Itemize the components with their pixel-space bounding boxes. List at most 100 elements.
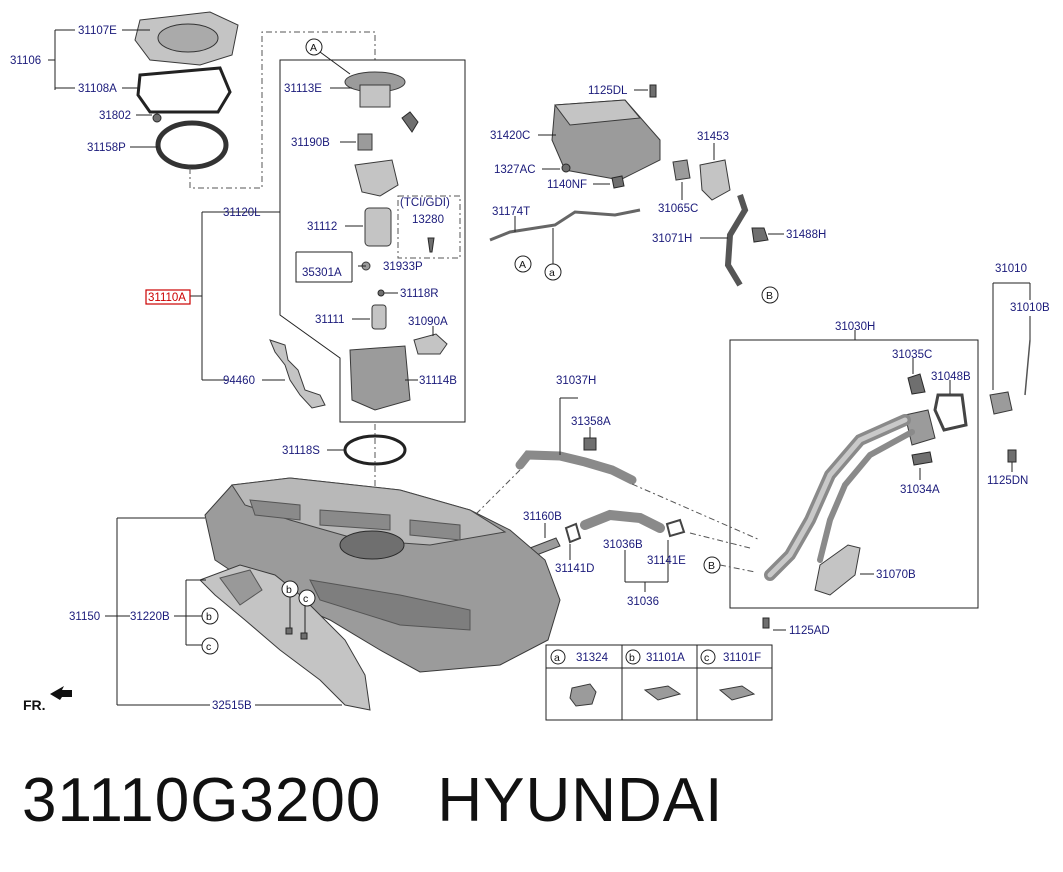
label-31933p[interactable]: 31933P: [383, 261, 423, 273]
callout-c-pad-text: c: [303, 593, 308, 605]
label-31190b[interactable]: 31190B: [291, 137, 330, 149]
label-31802[interactable]: 31802: [99, 110, 131, 122]
label-31120l[interactable]: 31120L: [223, 207, 261, 219]
label-31150[interactable]: 31150: [69, 611, 100, 623]
clip-31358a-part: [583, 437, 597, 451]
label-31048b[interactable]: 31048B: [931, 371, 971, 383]
label-31141e[interactable]: 31141E: [647, 555, 686, 567]
valve-31065c-part: [672, 159, 691, 181]
bolt-1140nf-part: [611, 175, 625, 189]
legend-table: [545, 644, 773, 721]
label-31220b[interactable]: 31220B: [130, 611, 170, 623]
legend-pad-b-icon: [643, 685, 682, 701]
bolt-1327ac-part: [561, 163, 571, 173]
bracket-31035c-part: [907, 373, 926, 395]
label-31158p[interactable]: 31158P: [87, 142, 126, 154]
label-31358a[interactable]: 31358A: [571, 416, 611, 428]
valve-31453-part: [699, 159, 731, 201]
tank-ribs: [249, 499, 461, 541]
label-31035c[interactable]: 31035C: [892, 349, 932, 361]
label-31113e[interactable]: 31113E: [284, 83, 322, 95]
canister-group: [489, 84, 784, 287]
clip-31118r-part: [377, 289, 385, 297]
filler-head-part: [904, 409, 936, 446]
label-31118r[interactable]: 31118R: [400, 288, 439, 300]
bracket-31034a-part: [911, 451, 933, 466]
label-31112[interactable]: 31112: [307, 221, 337, 233]
label-1125ad[interactable]: 1125AD: [789, 625, 830, 637]
label-31036[interactable]: 31036: [627, 596, 659, 608]
label-94460[interactable]: 94460: [223, 375, 255, 387]
legend-b-letter: b: [629, 652, 635, 664]
fuel-system-diagram: 31106 31107E 31108A 31802 31158P 31: [10, 11, 1050, 721]
label-31030h[interactable]: 31030H: [835, 321, 875, 333]
label-1125dl[interactable]: 1125DL: [588, 85, 628, 97]
callout-b-pad-text: b: [286, 584, 292, 596]
bolt-31802-part: [152, 113, 162, 123]
bolt-1125ad-part: [762, 617, 770, 629]
label-31090a[interactable]: 31090A: [408, 316, 448, 328]
label-31453[interactable]: 31453: [697, 131, 729, 143]
label-31071h[interactable]: 31071H: [652, 233, 692, 245]
legend-c-code[interactable]: 31101F: [723, 652, 761, 664]
cap-31010-part: [989, 391, 1013, 415]
legend-b-code[interactable]: 31101A: [646, 652, 685, 664]
hose-group: [469, 397, 761, 592]
tank-lower-rib: [309, 579, 471, 631]
label-31160b[interactable]: 31160B: [523, 511, 562, 523]
clamp-31141d-part: [564, 522, 582, 544]
part-number-text: 31110G3200: [22, 765, 382, 835]
callout-a-canister: [544, 263, 562, 281]
label-31070b[interactable]: 31070B: [876, 569, 916, 581]
pad-c-marker: [300, 632, 308, 640]
label-31010b[interactable]: 31010B: [1010, 302, 1050, 314]
pump-assembly-group: [190, 59, 466, 423]
label-31108a[interactable]: 31108A: [78, 83, 117, 95]
label-31034a[interactable]: 31034A: [900, 484, 940, 496]
legend-a-code[interactable]: 31324: [576, 652, 609, 664]
label-1125dn[interactable]: 1125DN: [987, 475, 1028, 487]
label-31065c[interactable]: 31065C: [658, 203, 698, 215]
label-31174t[interactable]: 31174T: [492, 206, 530, 218]
label-31114b[interactable]: 31114B: [419, 375, 457, 387]
pump-connector-part: [401, 111, 419, 133]
pump-flange-body: [359, 84, 391, 108]
label-31118s[interactable]: 31118S: [282, 445, 320, 457]
label-31111[interactable]: 31111: [315, 314, 344, 326]
legend-a-letter: a: [554, 652, 560, 664]
label-35301a[interactable]: 35301A: [302, 267, 342, 279]
reservoir-cup-part: [349, 345, 411, 411]
label-31036b[interactable]: 31036B: [603, 539, 643, 551]
label-13280[interactable]: 13280: [412, 214, 444, 226]
label-32515b[interactable]: 32515B: [212, 700, 252, 712]
gasket-31118s-part: [343, 434, 407, 466]
pad-b-marker: [285, 627, 293, 635]
label-31010[interactable]: 31010: [995, 263, 1027, 275]
label-1140nf[interactable]: 1140NF: [547, 179, 587, 191]
callout-c-pad: [298, 589, 316, 607]
heat-protector-rib: [219, 569, 263, 606]
fuel-tank-group: [105, 477, 561, 711]
gasket-31048b-part: [933, 393, 968, 432]
bolt-1125dl-part: [649, 84, 657, 98]
label-31106[interactable]: 31106: [10, 55, 41, 67]
label-31488h[interactable]: 31488H: [786, 229, 826, 241]
label-31037h[interactable]: 31037H: [556, 375, 596, 387]
front-arrow-icon: [50, 686, 72, 700]
label-31107e[interactable]: 31107E: [78, 25, 117, 37]
label-31420c[interactable]: 31420C: [490, 130, 530, 142]
label-31110a[interactable]: 31110A: [148, 292, 186, 304]
pressure-reg-part: [427, 237, 435, 253]
callout-B-neck: [703, 556, 721, 574]
callout-b-tank-text: b: [206, 611, 212, 623]
callout-A-canister: [514, 255, 532, 273]
tether-31010b-part: [1024, 339, 1031, 396]
lock-ring-part: [155, 120, 229, 170]
bolt-1125dn-part: [1007, 449, 1017, 463]
label-31141d[interactable]: 31141D: [555, 563, 594, 575]
callout-A-top: [305, 38, 323, 56]
clamp-31488h-part: [751, 227, 769, 243]
callout-a-canister-text: a: [549, 267, 555, 279]
label-1327ac[interactable]: 1327AC: [494, 164, 536, 176]
label-tci-gdi: (TCI/GDI): [400, 197, 450, 209]
